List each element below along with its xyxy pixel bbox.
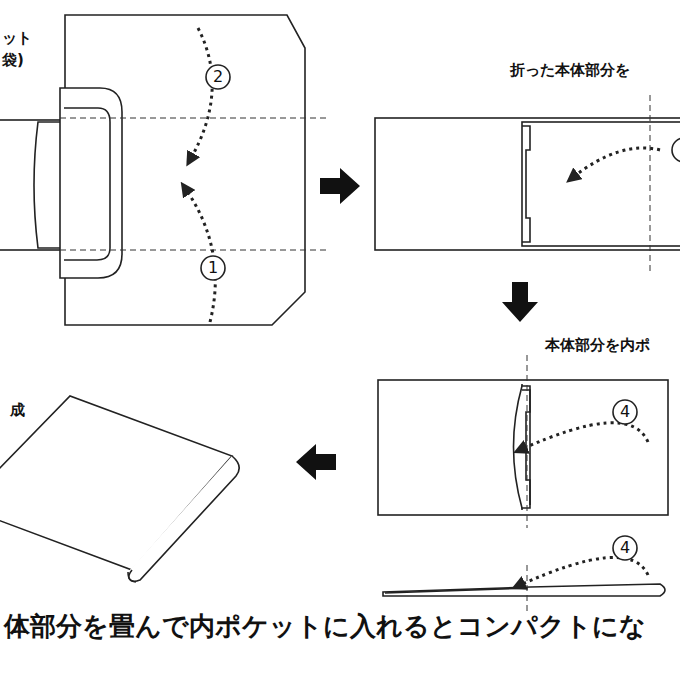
step-note: 成 xyxy=(10,402,25,419)
finished-wallet xyxy=(0,396,232,570)
fold-edge xyxy=(522,126,530,242)
fold-line xyxy=(60,118,330,250)
pocket-frame-inner xyxy=(64,108,110,260)
step-arrow xyxy=(296,444,336,480)
callout-circle xyxy=(672,138,680,162)
callout-circle xyxy=(201,256,225,280)
callout-number: 2 xyxy=(212,68,224,86)
step-note: 本体部分を内ポ xyxy=(545,337,650,354)
wallet-body xyxy=(378,380,668,515)
wallet-body xyxy=(375,118,680,250)
wallet-body xyxy=(0,120,65,250)
fold-arrow xyxy=(190,28,212,160)
part-name: 袋) xyxy=(2,52,24,69)
caption: 体部分を畳んで内ポケットに入れるとコンパクトにな xyxy=(4,612,646,641)
side-view-line xyxy=(385,588,528,593)
folded-panel xyxy=(522,122,680,246)
pocket-edge xyxy=(34,122,62,248)
fold-line xyxy=(527,355,528,612)
callout-circle xyxy=(613,400,637,424)
callout-circle xyxy=(613,536,637,560)
pocket-edge xyxy=(514,386,531,508)
fold-arrow xyxy=(518,557,648,586)
side-view xyxy=(383,584,665,596)
callout-number: 4 xyxy=(619,539,631,557)
fold-arrow xyxy=(572,148,660,178)
fold-arrow xyxy=(185,188,215,322)
step-note: 折った本体部分を xyxy=(510,62,630,79)
callout-number: 1 xyxy=(207,259,219,277)
step-arrow xyxy=(320,168,360,204)
callout-number: 4 xyxy=(619,403,631,421)
fold-line xyxy=(650,95,651,272)
part-name: ット xyxy=(2,30,32,47)
step-arrow xyxy=(502,282,538,322)
finished-wallet-edge xyxy=(128,456,239,581)
callout-circle xyxy=(206,65,230,89)
finished-wallet-roll xyxy=(129,570,136,582)
fold-arrow xyxy=(520,423,648,450)
